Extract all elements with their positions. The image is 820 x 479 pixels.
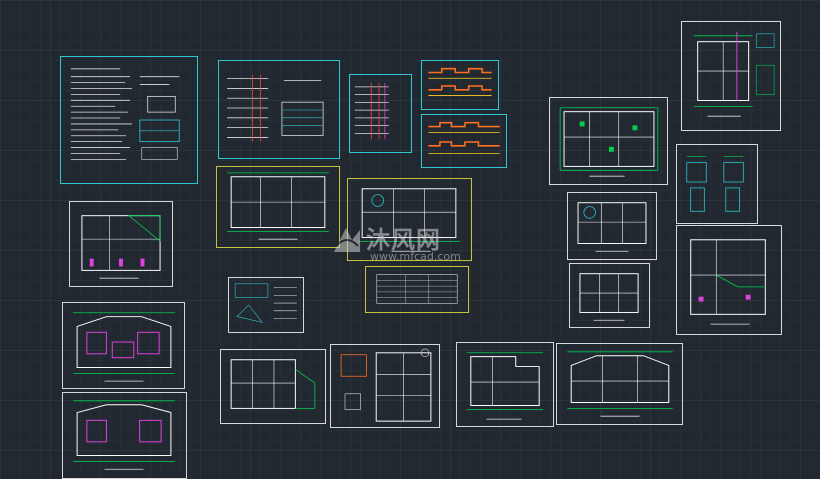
watermark: 沐风网 www.mfcad.com bbox=[330, 218, 500, 268]
floor-plan-sheet-n[interactable] bbox=[456, 342, 554, 427]
floor-plan-drawing-b bbox=[693, 31, 775, 117]
floor-plan-drawing-h bbox=[690, 239, 766, 325]
floor-plan-drawing-l bbox=[230, 359, 316, 409]
legend-drawing bbox=[234, 283, 297, 323]
pipe-detail-drawing-2 bbox=[428, 121, 500, 154]
pipe-detail-sheet-2[interactable] bbox=[421, 114, 507, 168]
floor-plan-sheet-j[interactable] bbox=[62, 302, 185, 389]
detail-sheet-m[interactable] bbox=[330, 344, 440, 428]
equipment-table-sheet[interactable] bbox=[365, 266, 469, 313]
floor-plan-drawing-a bbox=[559, 107, 659, 177]
floor-plan-drawing-k bbox=[73, 400, 175, 470]
floor-plan-sheet-h[interactable] bbox=[676, 225, 782, 335]
watermark-url: www.mfcad.com bbox=[370, 250, 461, 263]
floor-plan-sheet-o[interactable] bbox=[556, 343, 683, 425]
floor-plan-sheet-c[interactable] bbox=[69, 201, 173, 287]
pipe-detail-drawing-1 bbox=[428, 67, 492, 96]
detail-drawing-g bbox=[686, 156, 744, 212]
floor-plan-sheet-e[interactable] bbox=[347, 178, 472, 261]
floor-plan-drawing-e bbox=[358, 188, 460, 252]
floor-plan-drawing-i bbox=[579, 273, 639, 321]
floor-plan-drawing-o bbox=[567, 351, 673, 417]
system-diagram-sheet-2[interactable] bbox=[349, 74, 412, 153]
floor-plan-drawing-c bbox=[81, 215, 161, 279]
detail-sheet-g[interactable] bbox=[676, 144, 758, 224]
equipment-table-drawing bbox=[376, 274, 458, 304]
floor-plan-sheet-l[interactable] bbox=[220, 349, 326, 424]
system-diagram-drawing-1 bbox=[227, 74, 324, 142]
watermark-brand: 沐风网 bbox=[366, 226, 441, 254]
pipe-detail-sheet[interactable] bbox=[421, 60, 499, 110]
floor-plan-sheet-a[interactable] bbox=[549, 97, 668, 185]
design-notes-drawing bbox=[70, 68, 180, 160]
floor-plan-drawing-f bbox=[577, 202, 647, 252]
system-diagram-sheet-1[interactable] bbox=[218, 60, 340, 159]
floor-plan-sheet-d[interactable] bbox=[216, 166, 340, 248]
mfcad-logo-icon bbox=[334, 228, 360, 252]
floor-plan-drawing-d bbox=[227, 172, 329, 240]
floor-plan-sheet-i[interactable] bbox=[569, 263, 650, 328]
floor-plan-drawing-j bbox=[73, 312, 175, 382]
floor-plan-drawing-n bbox=[466, 352, 544, 420]
detail-drawing-m bbox=[340, 348, 432, 422]
design-notes-sheet[interactable] bbox=[60, 56, 198, 184]
floor-plan-sheet-f[interactable] bbox=[567, 192, 657, 260]
floor-plan-sheet-k[interactable] bbox=[62, 392, 187, 479]
floor-plan-sheet-b[interactable] bbox=[681, 21, 781, 131]
legend-sheet[interactable] bbox=[228, 277, 304, 333]
system-diagram-drawing-2 bbox=[354, 83, 389, 140]
